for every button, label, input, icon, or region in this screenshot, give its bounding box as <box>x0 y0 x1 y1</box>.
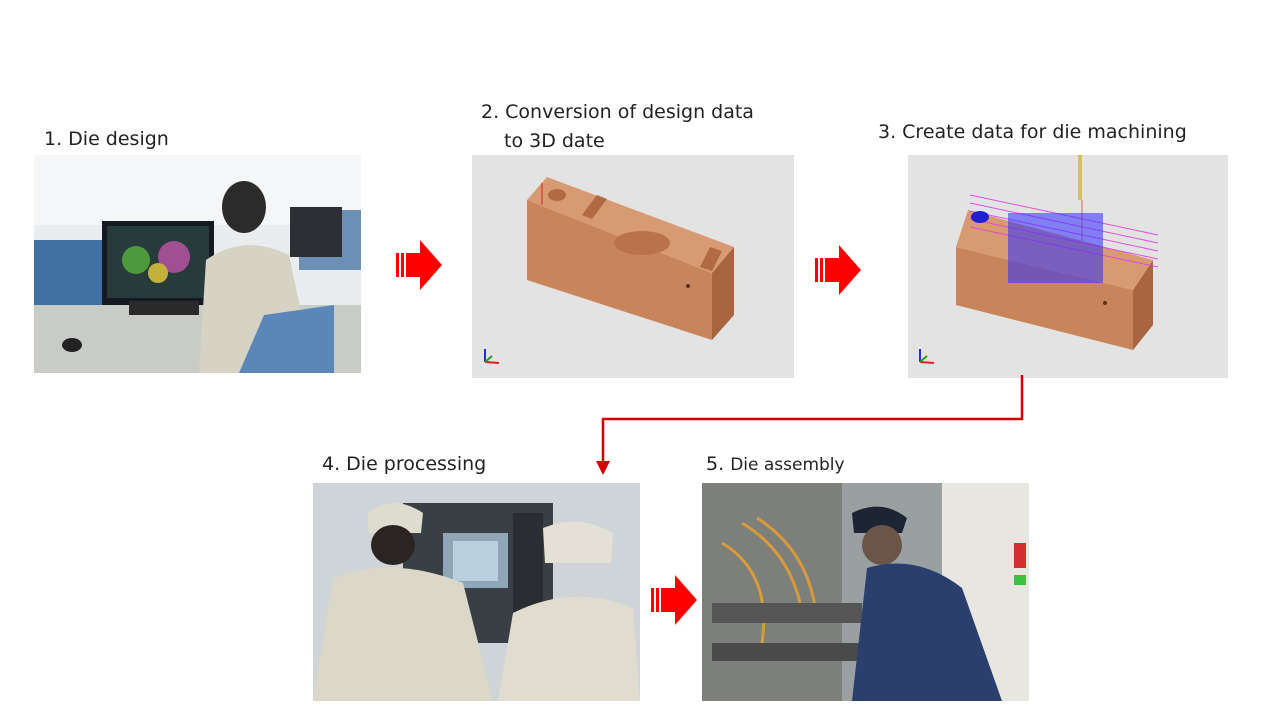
step-2-label-line2: to 3D date <box>504 130 605 152</box>
step-4-label: 4. Die processing <box>322 453 487 475</box>
machining-data-view <box>908 155 1228 378</box>
flow-arrow-icon <box>651 575 697 625</box>
die-design-photo <box>34 155 361 373</box>
die-assembly-photo <box>702 483 1029 701</box>
step-2-label-line1: 2. Conversion of design data <box>481 101 754 123</box>
step-5-label: 5. Die assembly <box>706 451 845 478</box>
flow-connector-arrow <box>590 375 1030 477</box>
axis-triad-icon <box>481 346 503 366</box>
step-1-label: 1. Die design <box>44 128 169 150</box>
step-5-number: 5. <box>706 453 725 475</box>
flow-arrow-icon <box>815 245 861 295</box>
3d-model-view <box>472 155 794 378</box>
step-3-label: 3. Create data for die machining <box>878 121 1187 143</box>
die-processing-photo <box>313 483 640 701</box>
step-5-title: Die assembly <box>730 455 845 475</box>
flow-arrow-icon <box>396 240 442 290</box>
axis-triad-icon <box>916 346 938 366</box>
